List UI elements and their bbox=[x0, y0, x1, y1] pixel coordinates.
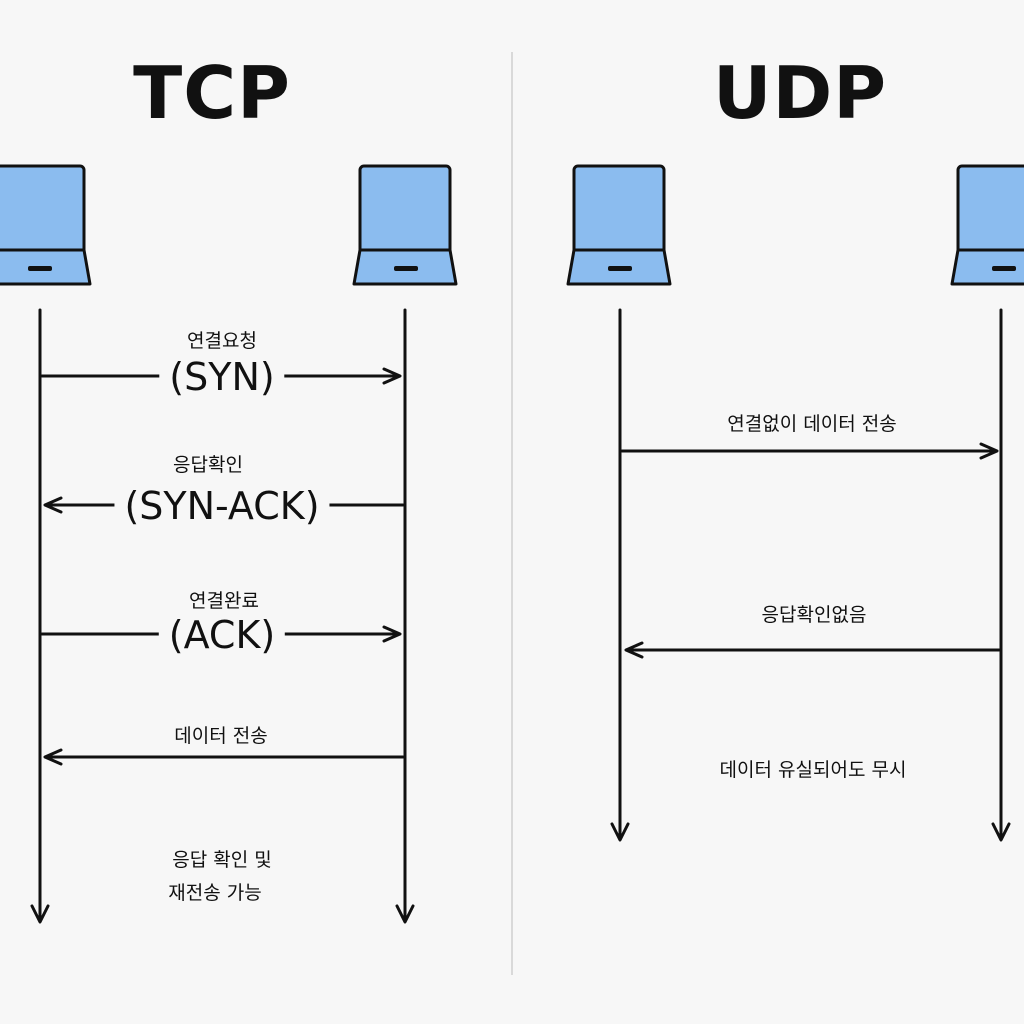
udp-title: UDP bbox=[713, 51, 887, 135]
syn-arrowhead bbox=[382, 367, 402, 385]
udp-server-lifeline-arrowhead bbox=[991, 822, 1011, 842]
udp-no-ack-arrowhead bbox=[624, 641, 644, 659]
laptop-icon bbox=[566, 164, 672, 286]
syn-label: 연결요청 bbox=[187, 330, 257, 352]
udp-client-lifeline-arrowhead bbox=[610, 822, 630, 842]
udp-send-arrowhead bbox=[979, 442, 999, 460]
laptop-icon bbox=[950, 164, 1024, 286]
udp-no-ack-label: 응답확인없음 bbox=[761, 604, 867, 626]
tcp-client-lifeline-arrowhead bbox=[30, 904, 50, 924]
ack-code: (ACK) bbox=[158, 613, 286, 657]
syn-ack-arrowhead bbox=[43, 496, 63, 514]
syn-ack-code: (SYN-ACK) bbox=[114, 484, 330, 528]
tcp-note-line2: 재전송 가능 bbox=[168, 882, 262, 904]
tcp-server-lifeline-arrowhead bbox=[395, 904, 415, 924]
syn-ack-label: 응답확인 bbox=[173, 454, 243, 476]
tcp-data-arrowhead bbox=[43, 748, 63, 766]
udp-send-label: 연결없이 데이터 전송 bbox=[727, 413, 897, 435]
ack-label: 연결완료 bbox=[189, 590, 259, 612]
tcp-note-line1: 응답 확인 및 bbox=[172, 849, 272, 871]
udp-note: 데이터 유실되어도 무시 bbox=[719, 759, 907, 781]
laptop-icon bbox=[0, 164, 92, 286]
ack-arrowhead bbox=[382, 625, 402, 643]
tcp-title: TCP bbox=[133, 51, 291, 135]
tcp-data-label: 데이터 전송 bbox=[174, 725, 268, 747]
syn-code: (SYN) bbox=[159, 355, 285, 399]
laptop-icon bbox=[352, 164, 458, 286]
